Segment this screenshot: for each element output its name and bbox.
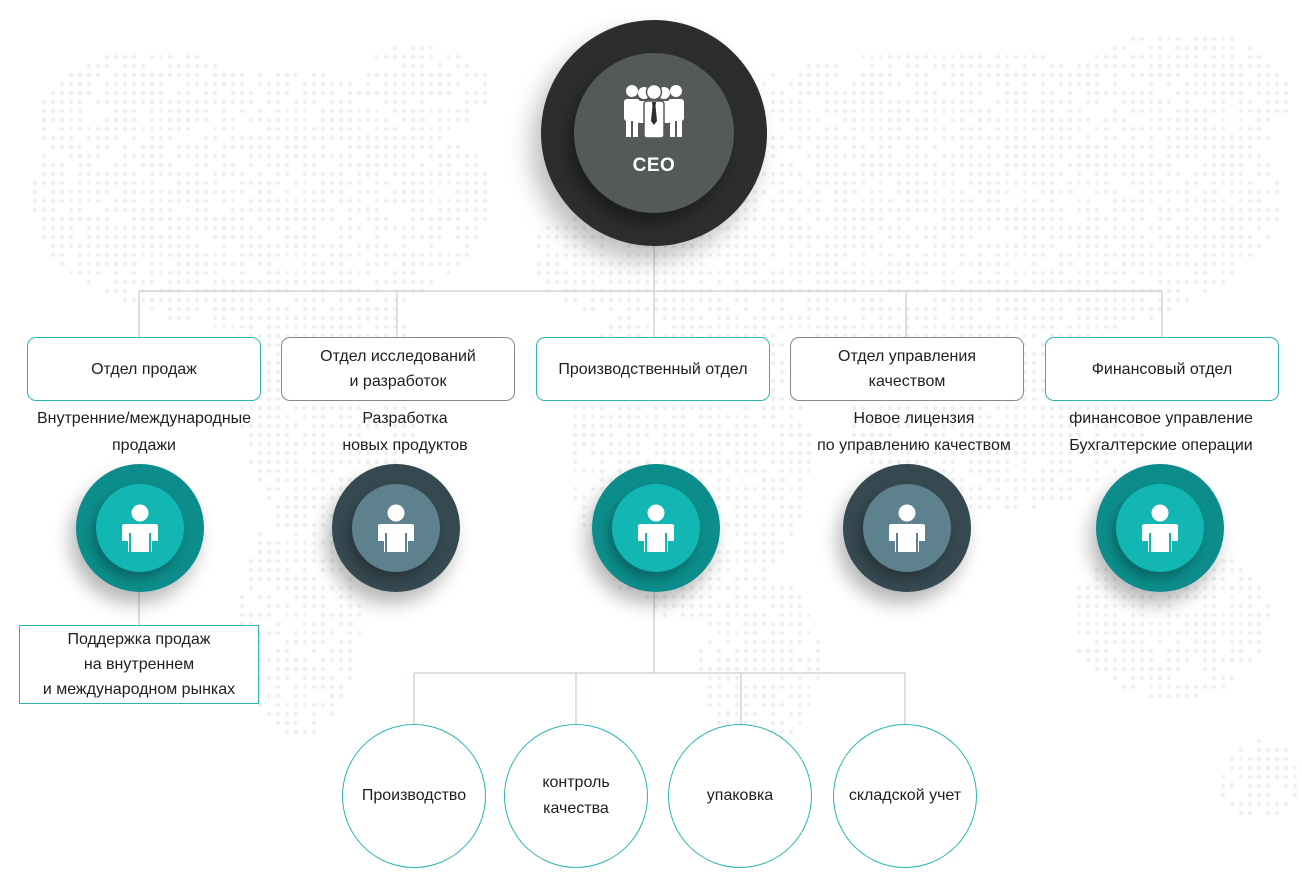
team-icon [624, 83, 684, 139]
unit-production: Производство [342, 724, 486, 868]
person-icon [122, 504, 158, 552]
dept-quality-name: Отдел управления качеством [838, 348, 976, 390]
dept-quality-description: Новое лицензия по управлению качеством [817, 410, 1011, 454]
dept-rnd-head [332, 464, 460, 592]
sales-support-text: Поддержка продаж на внутреннем и междуна… [42, 631, 236, 698]
dept-rnd-description: Разработка новых продуктов [342, 410, 468, 454]
dept-finance-box: Финансовый отдел [1045, 337, 1279, 401]
dept-sales-box: Отдел продаж [27, 337, 261, 401]
sales-support-box: Поддержка продаж на внутреннем и междуна… [19, 625, 259, 704]
dept-quality-head [843, 464, 971, 592]
unit-production-label: Производство [361, 787, 467, 804]
dept-finance-name: Финансовый отдел [1091, 360, 1233, 378]
person-icon [378, 504, 414, 552]
dept-rnd-name: Отдел исследований и разработок [320, 348, 476, 390]
person-icon [1142, 504, 1178, 552]
ceo-inner-circle: CEO [574, 53, 734, 213]
dept-sales-description: Внутренние/международные продажи [36, 410, 252, 454]
ceo-node: CEO [541, 20, 767, 246]
person-icon [638, 504, 674, 552]
person-icon [889, 504, 925, 552]
unit-quality-control-label: контроль качества [542, 774, 610, 817]
dept-sales-head [76, 464, 204, 592]
unit-warehouse-label: складской учет [848, 787, 962, 804]
dept-finance-description: финансовое управление Бухгалтерские опер… [1069, 410, 1253, 454]
ceo-label: CEO [632, 155, 676, 176]
unit-packaging: упаковка [668, 724, 812, 868]
unit-packaging-label: упаковка [706, 787, 774, 804]
unit-quality-control: контроль качества [504, 724, 648, 868]
unit-warehouse: складской учет [833, 724, 977, 868]
dept-production-head [592, 464, 720, 592]
dept-quality-box: Отдел управления качеством [790, 337, 1024, 401]
dept-finance-head [1096, 464, 1224, 592]
dept-production-name: Производственный отдел [558, 360, 748, 378]
dept-sales-name: Отдел продаж [91, 360, 197, 378]
dept-production-box: Производственный отдел [536, 337, 770, 401]
dept-rnd-box: Отдел исследований и разработок [281, 337, 515, 401]
